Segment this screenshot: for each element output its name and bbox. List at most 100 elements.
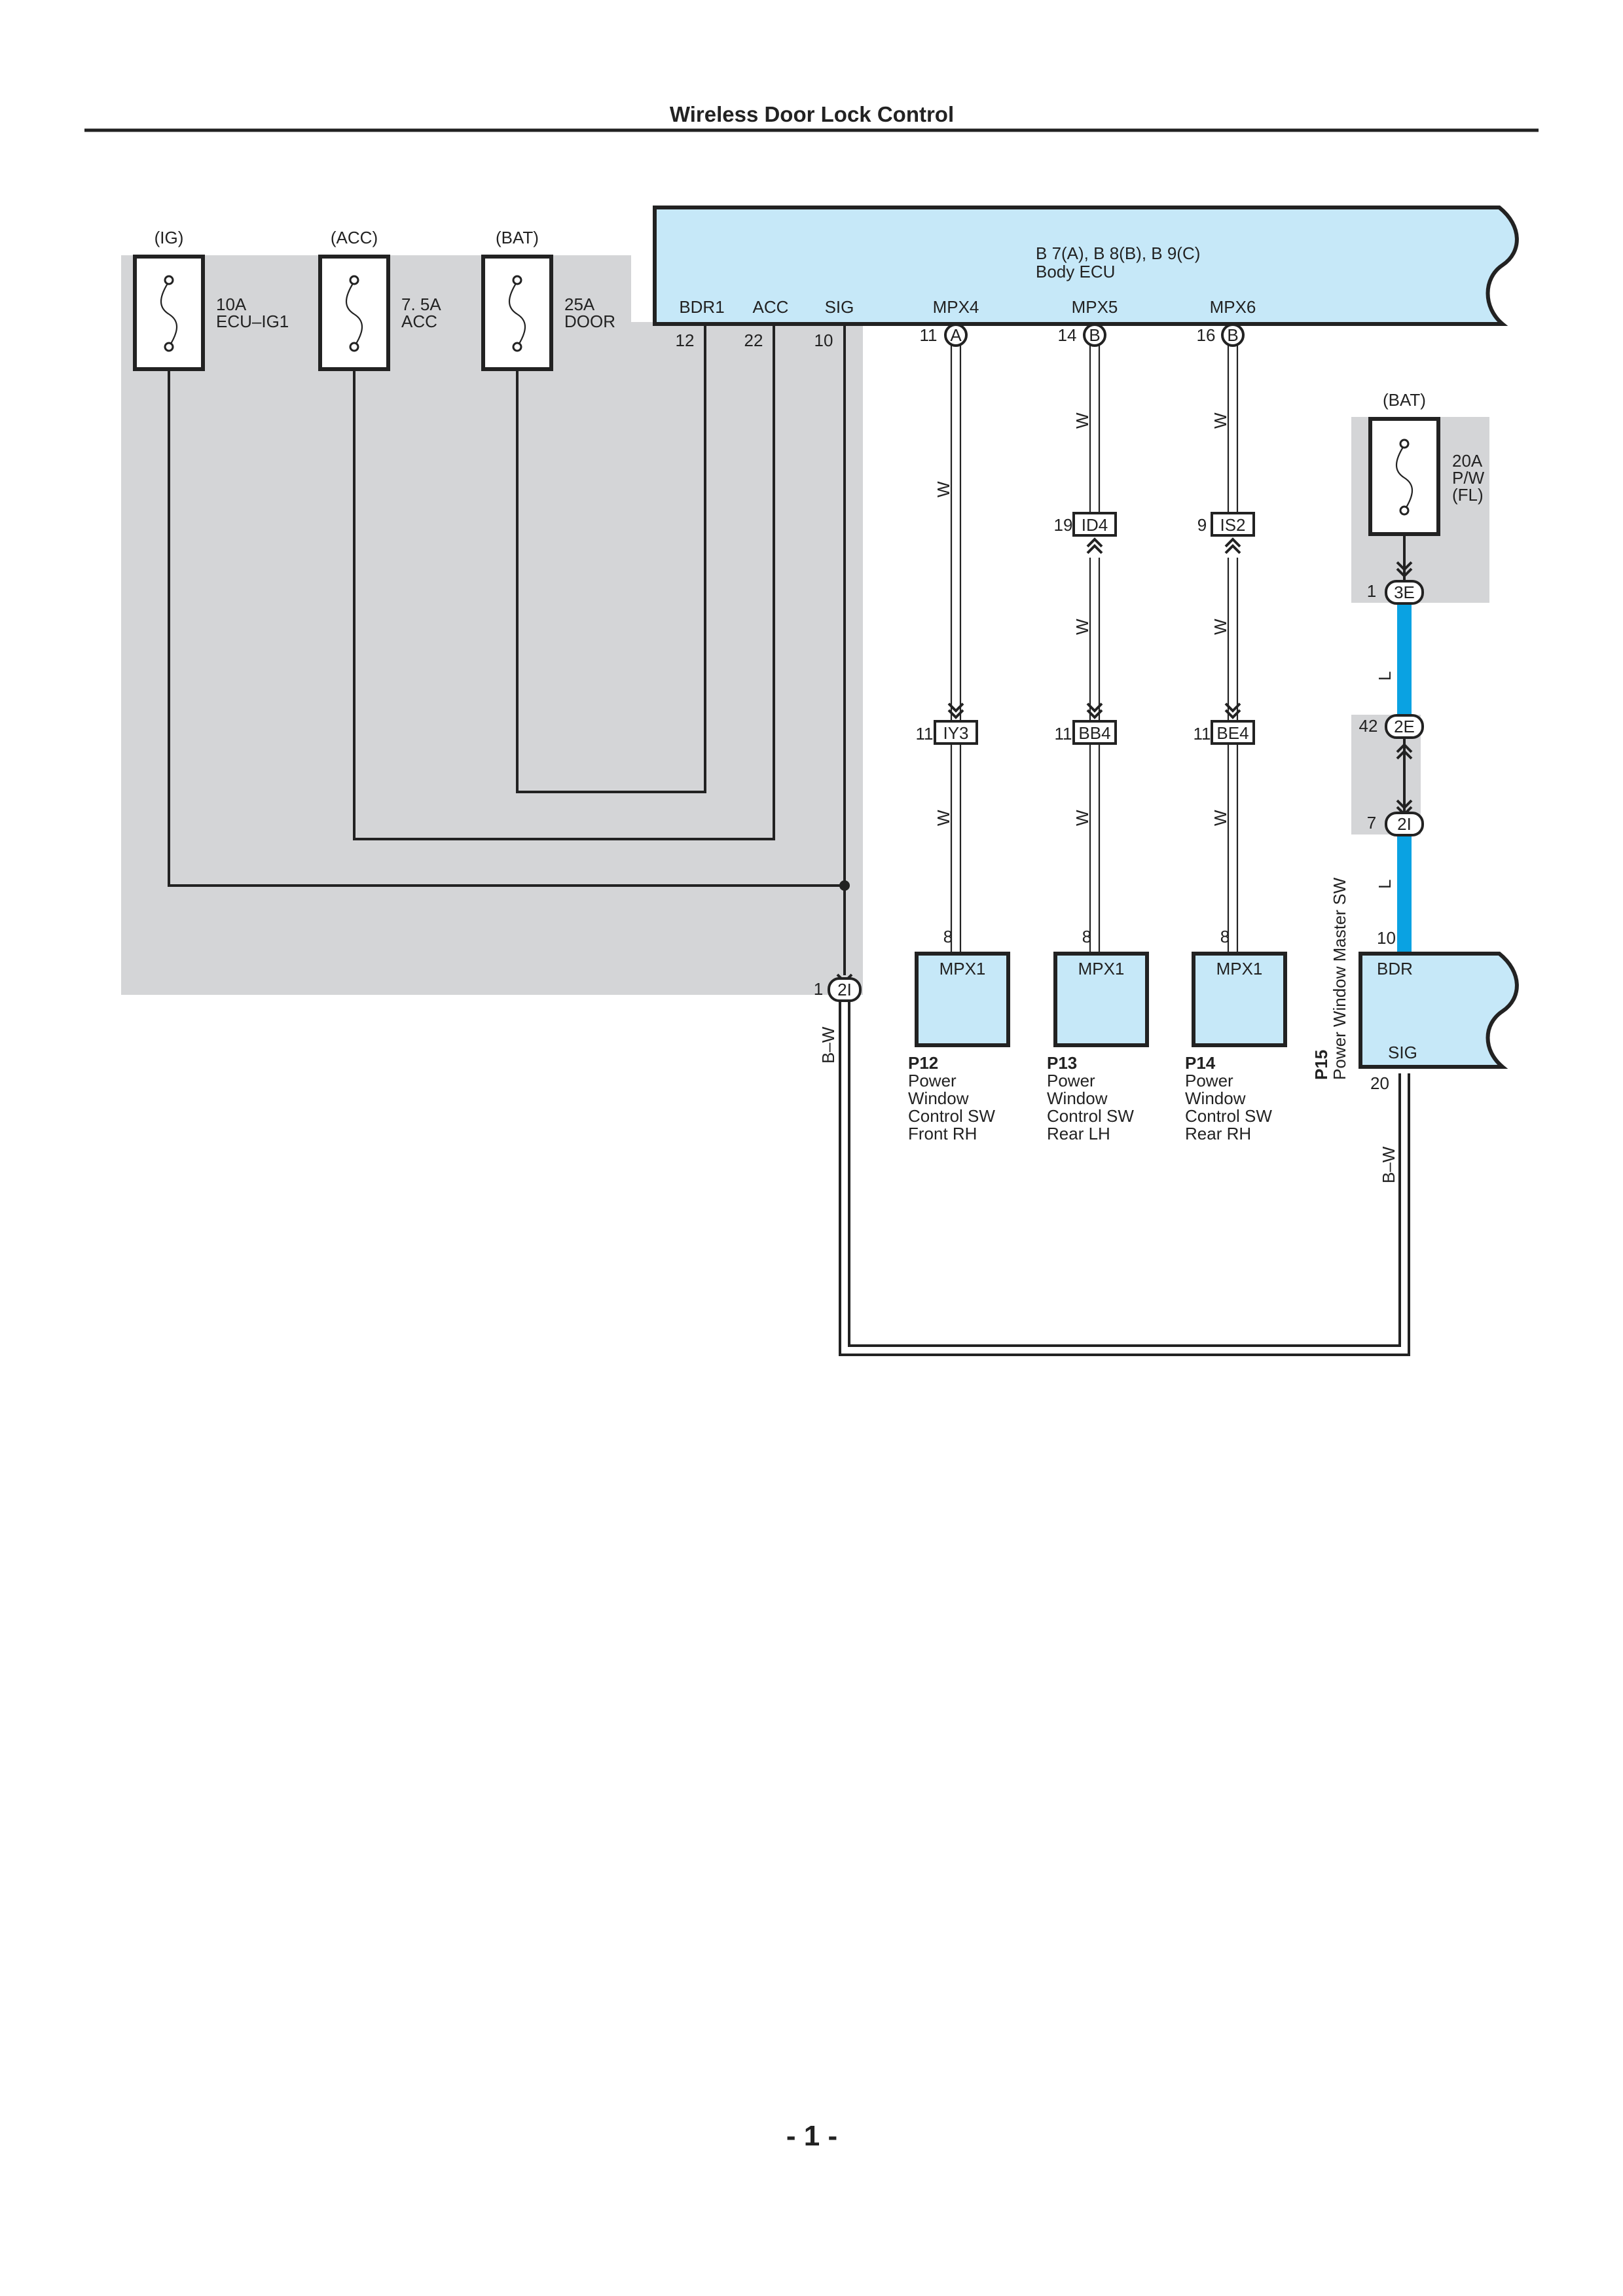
terminal-mpx5: MPX5 [1072,297,1118,317]
terminal-mpx1: MPX1 [1078,959,1125,978]
switch-desc-line: Power [1047,1071,1095,1090]
fuse-name-pw: P/W [1452,468,1485,488]
wire-color-bw-right: B–W [1379,1146,1398,1183]
pin-11-bb4: 11 [1055,724,1072,744]
fuse-icon [345,281,363,348]
master-sw-code: P15 [1311,1050,1331,1080]
connector-is2 [1211,512,1255,537]
wire-color-w: W [1072,619,1092,635]
mpx6-channel: W 9 IS2 W 11 BE4 W [1194,346,1255,952]
pin-16: 16 [1197,325,1216,345]
switch-desc-line: Rear LH [1047,1124,1110,1143]
junction-block-area [121,255,863,995]
wire-color-l: L [1375,672,1395,681]
page-title: Wireless Door Lock Control [670,102,954,126]
wire-color-l: L [1375,880,1395,889]
arrow-up-icon [1224,538,1241,554]
connector-2i-lower [828,977,862,1002]
switch-desc-line: Window [1047,1088,1108,1108]
fuse-name-ecu-ig1: ECU–IG1 [216,312,289,331]
connector-3e-label: 3E [1394,583,1415,602]
pin-10-bdr: 10 [1377,928,1396,948]
fuse-pw-fl: (BAT) 20A P/W (FL) [1368,390,1485,536]
fuse-ecu-ig1: (IG) 10A ECU–IG1 [133,228,289,371]
switch-desc-line: Rear RH [1185,1124,1251,1143]
switch-p13: 8 MPX1 P13 Power Window Control SW Rear … [1047,927,1149,1143]
pin-42-2e: 42 [1359,716,1378,736]
mpx4-channel: W 11 IY3 W [916,346,978,952]
switch-desc-line: Power [1185,1071,1233,1090]
connector-b2-marker [1221,323,1245,347]
connector-2e [1385,714,1424,739]
connector-iy3-label: IY3 [943,723,968,743]
body-ecu-code: B 7(A), B 8(B), B 9(C) [1036,243,1200,263]
switch-desc-line: Window [908,1088,969,1108]
mpx5-channel: W 19 ID4 W 11 BB4 W [1054,346,1117,952]
fuse-icon [1395,444,1413,511]
pin-1-2i: 1 [814,979,823,999]
switch-desc-line: Control SW [1185,1106,1272,1126]
fuse-source-bat-2: (BAT) [1383,390,1426,410]
terminal-sig-master: SIG [1388,1043,1417,1062]
connector-3e [1385,580,1424,605]
fuse-icon [508,281,526,348]
connector-id4 [1072,512,1117,537]
connector-b-marker [1083,323,1106,347]
terminal-bdr: BDR [1377,959,1413,978]
wire-acc-acc [353,324,775,840]
wire-color-w: W [1211,619,1230,635]
fuse-amp-20a: 20A [1452,451,1483,471]
switch-code-p13: P13 [1047,1053,1077,1073]
fuse-door: (BAT) 25A DOOR [481,228,615,371]
connector-b2-label: B [1227,325,1238,345]
page-number: - 1 - [786,2120,837,2152]
switch-desc-line: Power [908,1071,957,1090]
terminal-acc: ACC [753,297,789,317]
junction-dot [839,880,850,891]
pin-7-2i: 7 [1367,813,1376,833]
body-ecu-box [653,206,1519,326]
fuse-amp-10a: 10A [216,295,247,314]
terminal-mpx6: MPX6 [1210,297,1256,317]
connector-is2-label: IS2 [1220,515,1245,535]
wire-color-w: W [1211,810,1230,826]
wire-color-w: W [1072,810,1092,826]
terminal-mpx1: MPX1 [939,959,986,978]
fuse-source-ig: (IG) [155,228,184,247]
switch-code-p12: P12 [908,1053,938,1073]
connector-bb4-label: BB4 [1078,723,1110,743]
wire-color-w: W [934,810,953,826]
connector-2i-lower-label: 2I [837,980,852,999]
pin-11-be4: 11 [1194,724,1211,744]
wire-ig-sig [168,370,845,887]
connector-id4-label: ID4 [1082,515,1108,535]
fuse-icon [160,281,178,348]
switch-code-p14: P14 [1185,1053,1216,1073]
pin-14: 14 [1058,325,1077,345]
switch-desc-line: Window [1185,1088,1246,1108]
connector-b-label: B [1089,325,1100,345]
pin-11-iy3: 11 [916,724,934,744]
fuse-name-door: DOOR [564,312,615,331]
pin-20-sig: 20 [1370,1073,1389,1093]
wire-bw-outer [839,1001,1410,1356]
wire-color-w: W [1211,412,1230,429]
wire-door-bdr1 [516,324,706,793]
pin-10: 10 [814,331,833,350]
connector-a-label: A [950,325,962,345]
fuse-amp-25a: 25A [564,295,595,314]
connector-2i-upper-label: 2I [1397,814,1412,834]
body-ecu-name: Body ECU [1036,262,1115,281]
terminal-sig: SIG [825,297,854,317]
connector-iy3 [934,720,978,745]
fuse-name-fl: (FL) [1452,485,1484,505]
fuse-source-bat: (BAT) [496,228,539,247]
terminal-mpx4: MPX4 [933,297,979,317]
connector-be4-label: BE4 [1216,723,1249,743]
pin-22: 22 [744,331,763,350]
fuse-source-acc: (ACC) [331,228,378,247]
connector-be4 [1211,720,1255,745]
fuse-name-acc: ACC [401,312,437,331]
pin-12: 12 [676,331,695,350]
